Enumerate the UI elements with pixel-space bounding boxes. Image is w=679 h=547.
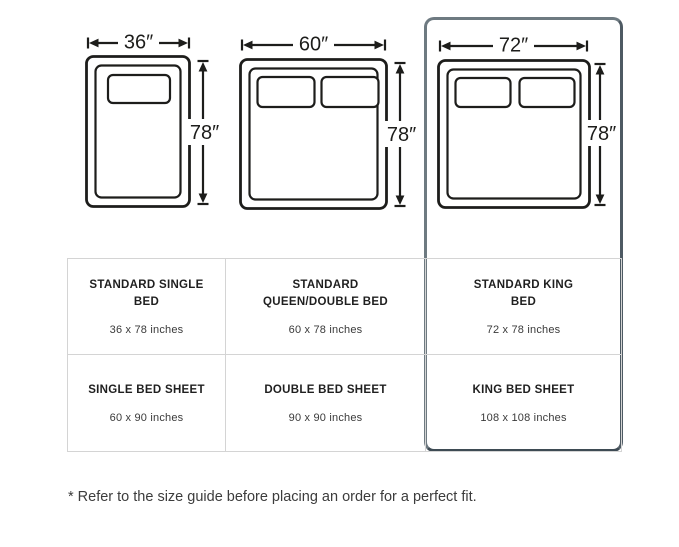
arrowhead-down-icon [198,193,208,203]
king-bed-pillow-left [454,76,512,109]
title-line: KING BED SHEET [472,383,575,396]
table-cell-king-sheet: KING BED SHEET 108 x 108 inches [426,355,621,451]
arrowhead-right-icon [374,40,384,50]
cell-size: 60 x 78 inches [288,324,363,337]
cell-title: DOUBLE BED SHEET [264,382,386,399]
single-bed-pillow [106,73,172,105]
cell-size: 36 x 78 inches [109,324,184,337]
table-cell-queen-bed: STANDARD QUEEN/DOUBLE BED 60 x 78 inches [226,259,426,355]
title-line: STANDARD KING [473,278,574,291]
king-bed-pillow-right [518,76,576,109]
table-cell-double-sheet: DOUBLE BED SHEET 90 x 90 inches [226,355,426,451]
arrowhead-down-icon [395,195,405,205]
bed-diagrams: 36″ 78″ [85,32,619,210]
single-height-label: 78″ [190,122,219,144]
cell-title: STANDARD KING BED [474,277,574,310]
queen-width-arrow: 60″ [240,34,387,56]
table-cell-single-sheet: SINGLE BED SHEET 60 x 90 inches [68,355,226,451]
title-line: STANDARD SINGLE [89,278,204,291]
cell-title: STANDARD SINGLE BED [89,277,203,310]
queen-width-label: 60″ [299,34,328,56]
arrowhead-up-icon [198,62,208,72]
arrowhead-left-icon [89,38,99,48]
cell-size: 108 x 108 inches [480,412,567,425]
queen-height-label: 78″ [387,124,416,146]
cell-size: 90 x 90 inches [288,412,363,425]
arrowhead-right-icon [178,38,188,48]
size-table: STANDARD SINGLE BED 36 x 78 inches STAND… [67,258,622,452]
king-width-arrow: 72″ [438,35,589,57]
size-guide-footnote: * Refer to the size guide before placing… [68,489,477,505]
cell-title: SINGLE BED SHEET [88,382,205,399]
queen-bed-diagram: 60″ 78″ [239,34,419,210]
single-width-arrow: 36″ [86,32,191,54]
cell-title: STANDARD QUEEN/DOUBLE BED [263,277,388,310]
cell-title: KING BED SHEET [473,382,575,399]
arrowhead-up-icon [395,64,405,74]
king-width-label: 72″ [499,35,528,57]
cell-size: 72 x 78 inches [486,324,561,337]
king-column-highlight-frame [424,17,623,452]
king-height-arrow: 78″ [583,62,619,207]
king-bed-diagram: 72″ 78″ [437,35,619,209]
single-height-arrow: 78″ [186,59,222,206]
cell-size: 60 x 90 inches [109,412,184,425]
arrowhead-left-icon [441,41,451,51]
title-line: BED [510,295,537,308]
single-width-label: 36″ [124,32,153,54]
queen-height-arrow: 78″ [383,61,419,208]
queen-bed-pillow-right [320,75,380,109]
title-line: STANDARD [292,278,359,291]
title-line: QUEEN/DOUBLE BED [263,295,388,308]
arrowhead-down-icon [595,194,605,204]
arrowhead-left-icon [243,40,253,50]
table-cell-king-bed: STANDARD KING BED 72 x 78 inches [426,259,621,355]
arrowhead-right-icon [576,41,586,51]
title-line: SINGLE BED SHEET [88,383,205,396]
title-line: DOUBLE BED SHEET [264,383,387,396]
king-height-label: 78″ [587,123,616,145]
arrowhead-up-icon [595,65,605,75]
queen-bed-pillow-left [256,75,316,109]
title-line: BED [133,295,160,308]
table-cell-single-bed: STANDARD SINGLE BED 36 x 78 inches [68,259,226,355]
single-bed-diagram: 36″ 78″ [85,32,222,208]
